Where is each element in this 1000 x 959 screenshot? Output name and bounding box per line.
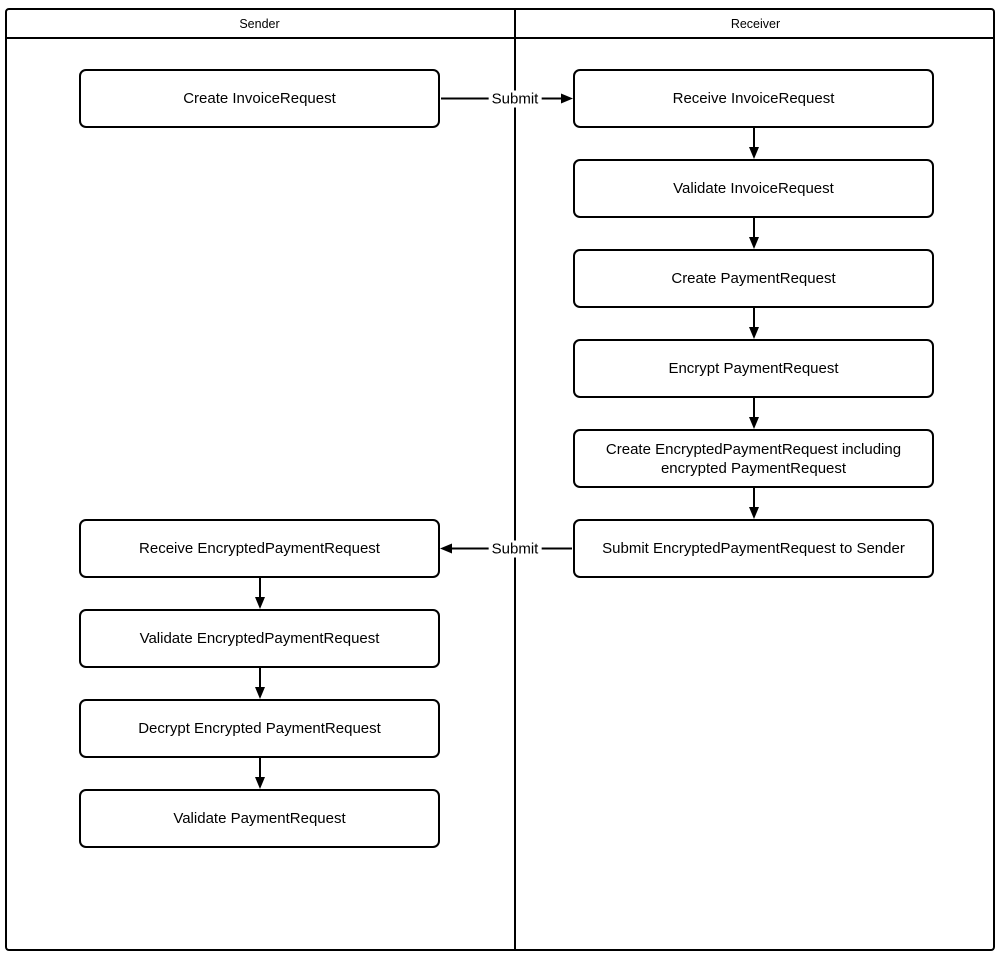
node-create-invoicerequest: Create InvoiceRequest (79, 69, 440, 128)
node-receive-encryptedpaymentrequest: Receive EncryptedPaymentRequest (79, 519, 440, 578)
node-decrypt-encrypted-paymentrequest: Decrypt Encrypted PaymentRequest (79, 699, 440, 758)
node-encrypt-paymentrequest: Encrypt PaymentRequest (573, 339, 934, 398)
lane-title-sender: Sender (239, 16, 280, 31)
node-validate-paymentrequest: Validate PaymentRequest (79, 789, 440, 848)
node-submit-encryptedpaymentrequest-sender: Submit EncryptedPaymentRequest to Sender (573, 519, 934, 578)
node-validate-encryptedpaymentrequest: Validate EncryptedPaymentRequest (79, 609, 440, 668)
edge-label-submit-top: Submit (488, 90, 542, 107)
node-create-paymentrequest: Create PaymentRequest (573, 249, 934, 308)
lane-title-receiver: Receiver (730, 16, 781, 31)
edge-label-submit-bottom: Submit (488, 540, 542, 557)
node-receive-invoicerequest: Receive InvoiceRequest (573, 69, 934, 128)
node-create-encryptedpaymentrequest: Create EncryptedPaymentRequest including… (573, 429, 934, 488)
lane-header-separator (5, 37, 995, 39)
lane-divider (514, 8, 516, 951)
node-validate-invoicerequest: Validate InvoiceRequest (573, 159, 934, 218)
